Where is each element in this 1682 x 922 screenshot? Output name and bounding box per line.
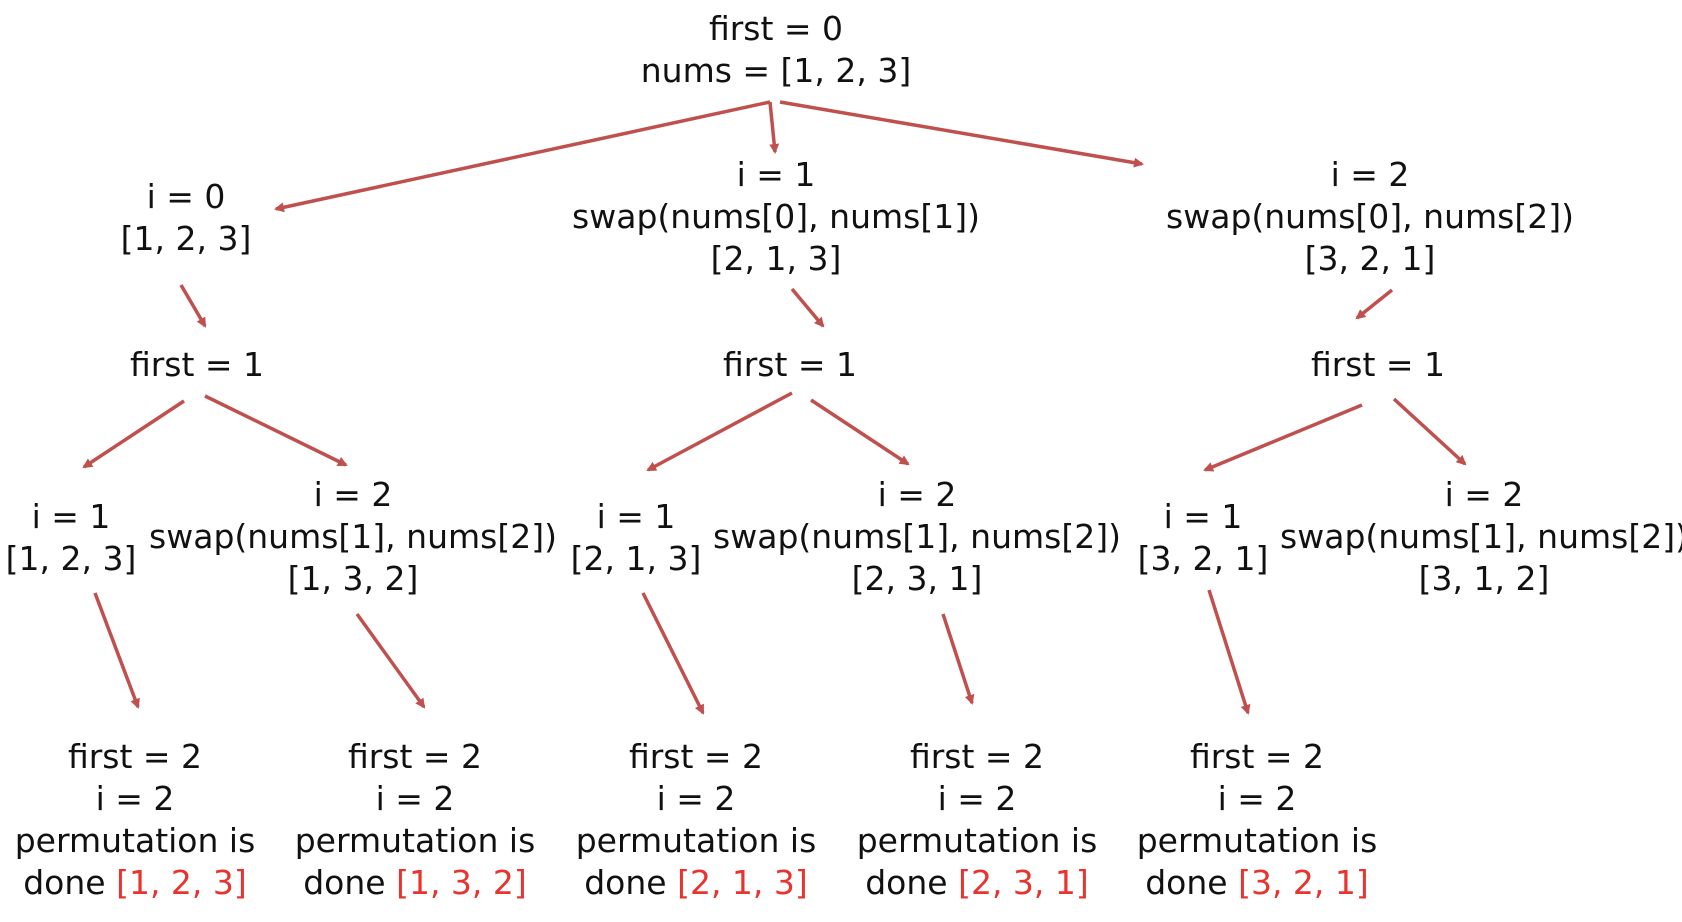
arrow-i0-to-first1 <box>179 284 207 328</box>
arrow-leaf5 <box>1207 589 1251 715</box>
arrow-leaf3 <box>641 592 705 715</box>
first1-b: first = 1 <box>722 345 858 384</box>
l3-5-array: [3, 2, 1] <box>1137 539 1269 578</box>
l3-6-swap: swap(nums[1], nums[2]) <box>1280 517 1682 556</box>
leaf-5-done: done <box>1145 863 1228 902</box>
l3-4-swap: swap(nums[1], nums[2]) <box>713 517 1121 556</box>
leaf-2-i: i = 2 <box>375 779 455 818</box>
leaf-4-i: i = 2 <box>937 779 1017 818</box>
leaf-1-result: [1, 2, 3] <box>116 863 247 902</box>
leaf-4-result: [2, 3, 1] <box>958 863 1089 902</box>
leaf-2-result: [1, 3, 2] <box>396 863 527 902</box>
l3-4-array: [2, 3, 1] <box>851 559 983 598</box>
leaf-3-result: [2, 1, 3] <box>677 863 808 902</box>
l3-2-array: [1, 3, 2] <box>287 559 419 598</box>
l3-2-i: i = 2 <box>313 475 393 514</box>
leaf-5-result: [3, 2, 1] <box>1238 863 1369 902</box>
l1-node-i1: i = 1 swap(nums[0], nums[1]) [2, 1, 3] <box>572 154 980 280</box>
arrow-i2-to-first1 <box>1355 288 1394 320</box>
arrow-root-to-i1 <box>768 101 780 154</box>
l3-1-i: i = 1 <box>31 497 111 536</box>
root-node: first = 0 nums = [1, 2, 3] <box>641 8 912 92</box>
root-nums: nums = [1, 2, 3] <box>640 51 912 90</box>
arrow-first1c-to-i1 <box>1203 403 1363 472</box>
l1-i1-array: [2, 1, 3] <box>710 239 842 278</box>
l3-node-2: i = 2 swap(nums[1], nums[2]) [1, 3, 2] <box>149 474 557 600</box>
arrow-root-to-i0 <box>274 100 771 213</box>
leaf-node-3: first = 2 i = 2 permutation is done [2, … <box>576 736 817 904</box>
arrow-first1a-to-i1 <box>82 399 185 469</box>
l1-i2-swap: swap(nums[0], nums[2]) <box>1166 197 1574 236</box>
l3-3-i: i = 1 <box>596 497 676 536</box>
leaf-5-first: first = 2 <box>1189 737 1325 776</box>
arrow-first1c-to-i2 <box>1392 397 1467 466</box>
l1-i1-i: i = 1 <box>736 155 816 194</box>
l3-4-i: i = 2 <box>877 475 957 514</box>
arrow-leaf4 <box>941 613 975 705</box>
leaf-1-first: first = 2 <box>67 737 203 776</box>
leaf-3-perm: permutation is <box>575 821 817 860</box>
leaf-node-5: first = 2 i = 2 permutation is done [3, … <box>1137 736 1378 904</box>
l3-node-1: i = 1 [1, 2, 3] <box>6 496 137 580</box>
leaf-4-perm: permutation is <box>856 821 1098 860</box>
first1-node-a: first = 1 <box>130 344 264 386</box>
leaf-4-first: first = 2 <box>909 737 1045 776</box>
arrow-leaf1 <box>93 592 140 709</box>
leaf-1-done: done <box>23 863 106 902</box>
l1-i2-array: [3, 2, 1] <box>1304 239 1436 278</box>
leaf-2-perm: permutation is <box>294 821 536 860</box>
l1-i0-i: i = 0 <box>146 177 226 216</box>
l1-node-i0: i = 0 [1, 2, 3] <box>121 176 252 260</box>
leaf-node-2: first = 2 i = 2 permutation is done [1, … <box>295 736 536 904</box>
leaf-1-i: i = 2 <box>95 779 175 818</box>
arrow-leaf2 <box>355 612 426 709</box>
arrow-first1a-to-i2 <box>204 394 348 467</box>
l3-3-array: [2, 1, 3] <box>570 539 702 578</box>
l1-node-i2: i = 2 swap(nums[0], nums[2]) [3, 2, 1] <box>1166 154 1574 280</box>
l1-i2-i: i = 2 <box>1330 155 1410 194</box>
l3-5-i: i = 1 <box>1163 497 1243 536</box>
leaf-3-i: i = 2 <box>656 779 736 818</box>
leaf-5-perm: permutation is <box>1136 821 1378 860</box>
leaf-2-done: done <box>303 863 386 902</box>
l3-6-i: i = 2 <box>1444 475 1524 514</box>
l1-i0-array: [1, 2, 3] <box>120 219 252 258</box>
leaf-2-first: first = 2 <box>347 737 483 776</box>
l3-node-3: i = 1 [2, 1, 3] <box>571 496 702 580</box>
l3-node-4: i = 2 swap(nums[1], nums[2]) [2, 3, 1] <box>713 474 1121 600</box>
root-first: first = 0 <box>708 9 844 48</box>
l1-i1-swap: swap(nums[0], nums[1]) <box>572 197 980 236</box>
leaf-5-i: i = 2 <box>1217 779 1297 818</box>
leaf-4-done: done <box>865 863 948 902</box>
leaf-3-done: done <box>584 863 667 902</box>
l3-2-swap: swap(nums[1], nums[2]) <box>149 517 557 556</box>
leaf-3-first: first = 2 <box>628 737 764 776</box>
arrow-first1b-to-i1 <box>646 391 793 472</box>
l3-node-6: i = 2 swap(nums[1], nums[2]) [3, 1, 2] <box>1280 474 1682 600</box>
first1-a: first = 1 <box>129 345 265 384</box>
arrow-first1b-to-i2 <box>810 398 910 466</box>
l3-6-array: [3, 1, 2] <box>1418 559 1550 598</box>
first1-node-c: first = 1 <box>1311 344 1445 386</box>
l3-1-array: [1, 2, 3] <box>5 539 137 578</box>
arrow-i1-to-first1 <box>790 287 825 328</box>
first1-node-b: first = 1 <box>723 344 857 386</box>
first1-c: first = 1 <box>1310 345 1446 384</box>
arrow-root-to-i2 <box>779 100 1144 168</box>
leaf-node-1: first = 2 i = 2 permutation is done [1, … <box>15 736 256 904</box>
leaf-node-4: first = 2 i = 2 permutation is done [2, … <box>857 736 1098 904</box>
l3-node-5: i = 1 [3, 2, 1] <box>1138 496 1269 580</box>
leaf-1-perm: permutation is <box>14 821 256 860</box>
